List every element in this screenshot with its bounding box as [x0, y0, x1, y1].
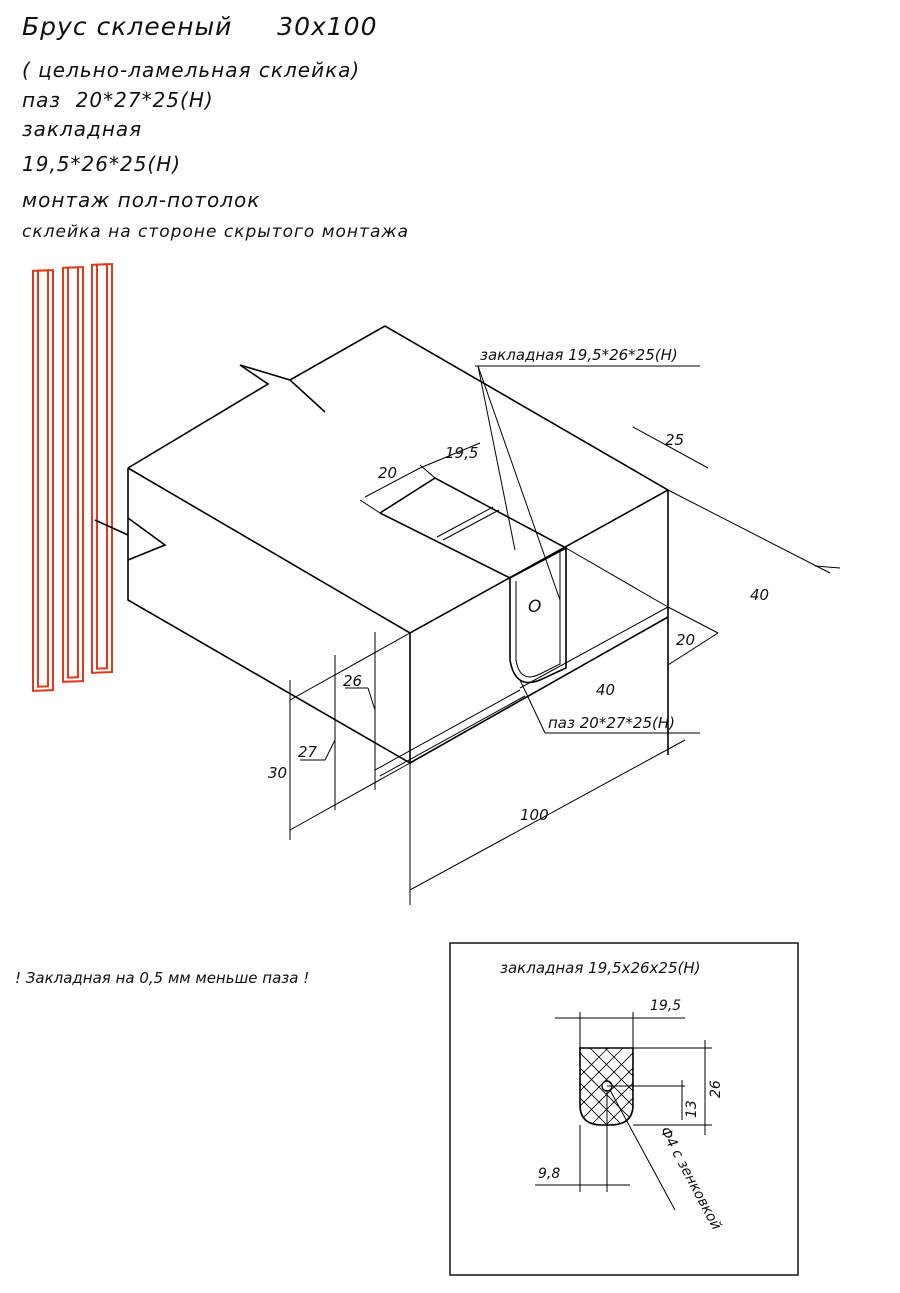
- insert-label: закладная: [22, 117, 143, 141]
- detail-dim-mid: 13: [684, 1100, 700, 1118]
- dim-26: 26: [343, 672, 362, 690]
- dim-20-right: 20: [676, 631, 695, 649]
- dim-25: 25: [665, 431, 684, 449]
- drawing-title: Брус склееный 30х100: [22, 12, 378, 41]
- detail-dim-width: 19,5: [650, 998, 681, 1014]
- dimension-lines: [289, 365, 841, 905]
- dim-27: 27: [298, 743, 318, 761]
- detail-hole-spec: Ф4 с зенковкой: [656, 1124, 724, 1232]
- mounting-spec: монтаж пол-потолок: [22, 188, 261, 212]
- insert-size: 19,5*26*25(Н): [22, 152, 182, 176]
- detail-panel: [449, 942, 799, 1276]
- callout-insert: закладная 19,5*26*25(Н): [480, 346, 678, 364]
- hole-marker: O: [528, 597, 541, 617]
- detail-dim-offset: 9,8: [538, 1166, 560, 1182]
- dim-20-top: 20: [378, 464, 397, 482]
- gluing-spec: склейка на стороне скрытого монтажа: [22, 222, 410, 242]
- dim-30: 30: [268, 764, 287, 782]
- dim-40-right: 40: [750, 586, 769, 604]
- beam-isometric: [94, 325, 670, 777]
- dim-100: 100: [520, 806, 549, 824]
- callout-groove: паз 20*27*25(Н): [548, 714, 675, 732]
- dim-40-bottom: 40: [596, 681, 615, 699]
- detail-title: закладная 19,5х26х25(Н): [500, 959, 700, 977]
- groove-spec: паз 20*27*25(Н): [22, 88, 214, 112]
- note-text: ! Закладная на 0,5 мм меньше паза !: [15, 969, 309, 987]
- beam-sketch-icon: [32, 263, 113, 692]
- detail-dim-height: 26: [708, 1080, 724, 1098]
- drawing-subtitle: ( цельно-ламельная склейка): [22, 58, 361, 82]
- dim-19-5: 19,5: [445, 444, 478, 462]
